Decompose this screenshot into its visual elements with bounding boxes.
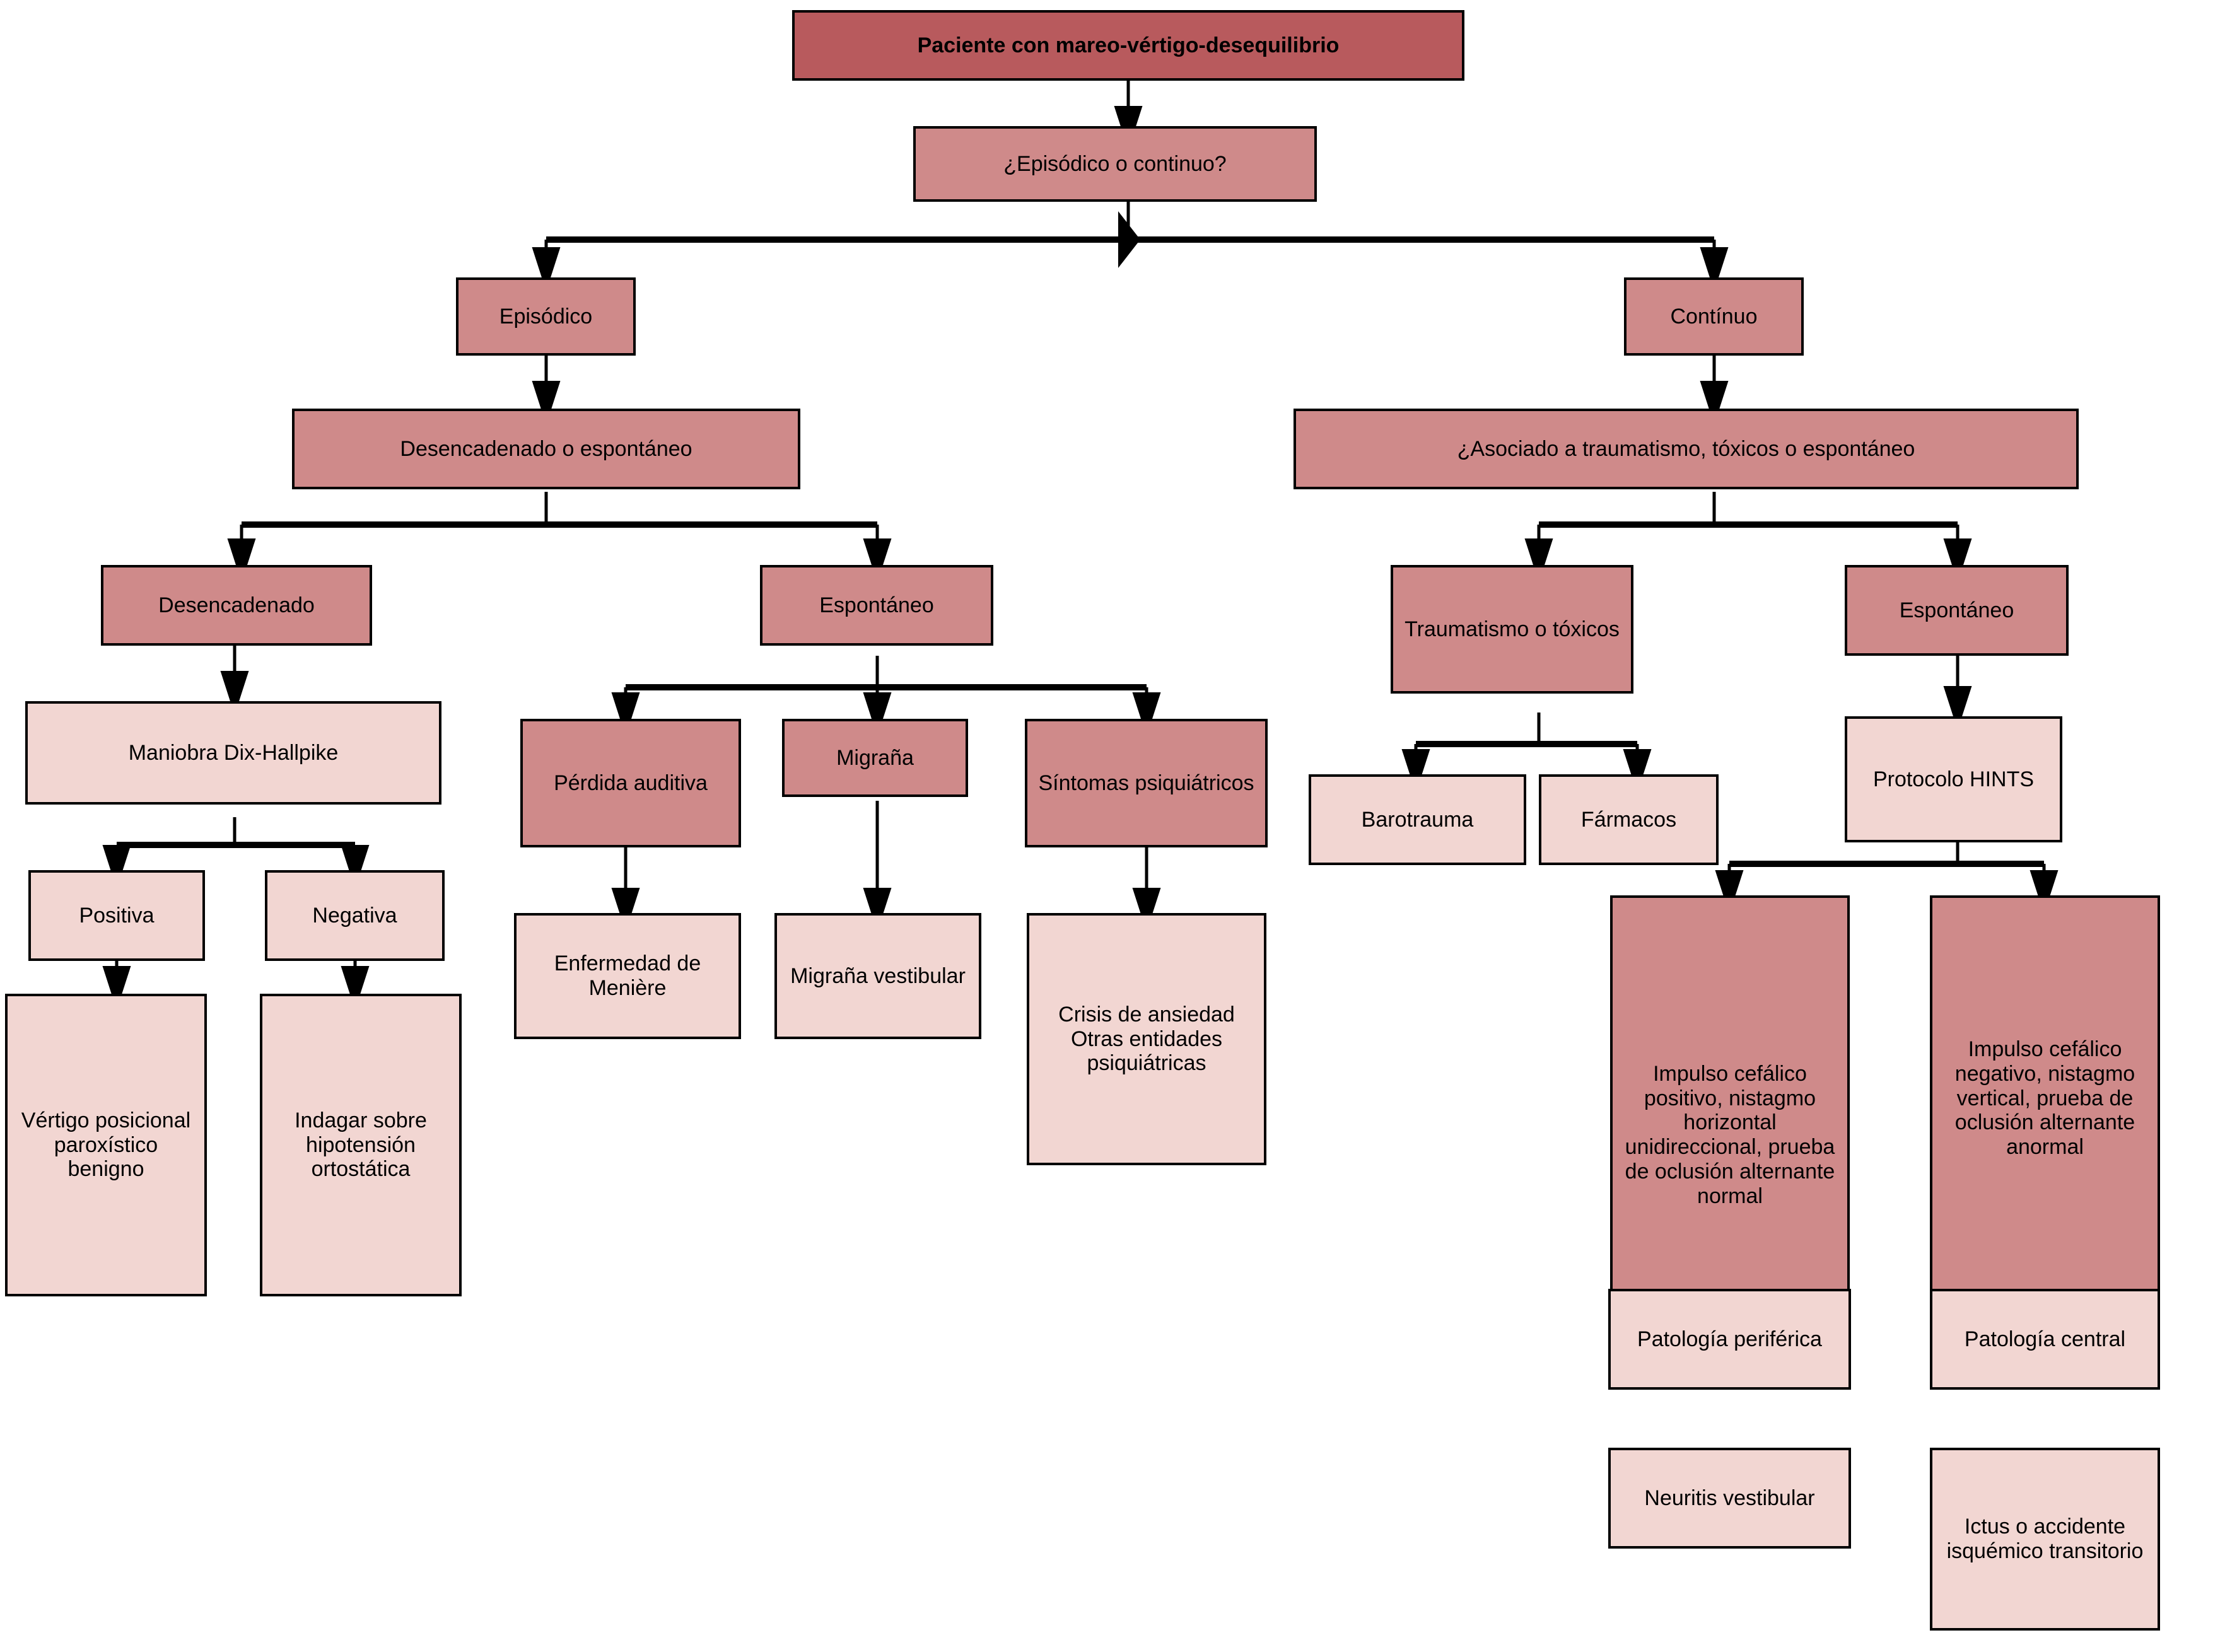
- node-perdida-auditiva[interactable]: Pérdida auditiva: [520, 719, 741, 847]
- node-indagar-hipotension[interactable]: Indagar sobre hipotensión ortostática: [260, 994, 462, 1296]
- node-neuritis-vestibular[interactable]: Neuritis vestibular: [1608, 1448, 1851, 1549]
- node-barotrauma[interactable]: Barotrauma: [1309, 774, 1526, 865]
- node-continuo[interactable]: Contínuo: [1624, 277, 1804, 356]
- node-associated-trauma-toxics[interactable]: ¿Asociado a traumatismo, tóxicos o espon…: [1294, 409, 2079, 489]
- node-triggered-or-spontaneous[interactable]: Desencadenado o espontáneo: [292, 409, 800, 489]
- node-migrana-vestibular[interactable]: Migraña vestibular: [774, 913, 981, 1039]
- node-impulso-cefalico-negativo[interactable]: Impulso cefálico negativo, nistagmo vert…: [1930, 895, 2160, 1301]
- node-migrana[interactable]: Migraña: [782, 719, 968, 797]
- node-episodic-or-continuous[interactable]: ¿Episódico o continuo?: [913, 126, 1317, 202]
- node-enfermedad-meniere[interactable]: Enfermedad de Menière: [514, 913, 741, 1039]
- node-desencadenado[interactable]: Desencadenado: [101, 565, 372, 646]
- node-positiva[interactable]: Positiva: [28, 870, 205, 961]
- node-dix-hallpike[interactable]: Maniobra Dix-Hallpike: [25, 701, 441, 805]
- node-crisis-ansiedad[interactable]: Crisis de ansiedad Otras entidades psiqu…: [1027, 913, 1266, 1165]
- node-farmacos[interactable]: Fármacos: [1539, 774, 1719, 865]
- node-vppb[interactable]: Vértigo posicional paroxístico benigno: [5, 994, 207, 1296]
- node-protocolo-hints[interactable]: Protocolo HINTS: [1845, 716, 2062, 842]
- node-root[interactable]: Paciente con mareo-vértigo-desequilibrio: [792, 10, 1464, 81]
- node-patologia-periferica[interactable]: Patología periférica: [1608, 1289, 1851, 1390]
- node-espontaneo-left[interactable]: Espontáneo: [760, 565, 993, 646]
- node-episodico[interactable]: Episódico: [456, 277, 636, 356]
- node-sintomas-psiquiatricos[interactable]: Síntomas psiquiátricos: [1025, 719, 1268, 847]
- node-ictus[interactable]: Ictus o accidente isquémico transitorio: [1930, 1448, 2160, 1631]
- node-traumatismo-toxicos[interactable]: Traumatismo o tóxicos: [1391, 565, 1633, 694]
- node-patologia-central[interactable]: Patología central: [1930, 1289, 2160, 1390]
- node-negativa[interactable]: Negativa: [265, 870, 445, 961]
- node-espontaneo-right[interactable]: Espontáneo: [1845, 565, 2069, 656]
